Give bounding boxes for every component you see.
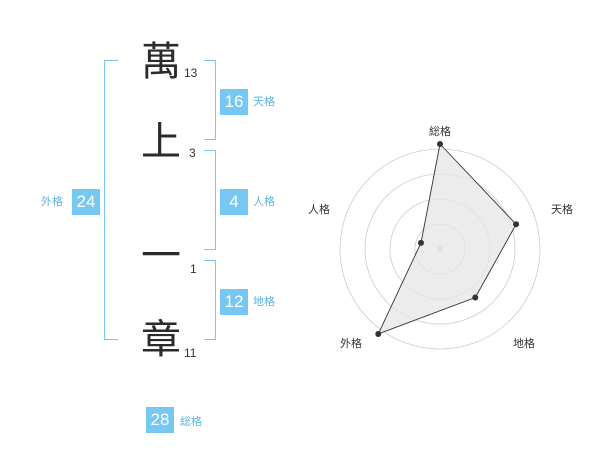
radar-point-5 [417, 239, 424, 246]
chikaku-label: 地格 [253, 295, 275, 308]
chikaku-value: 12 [220, 289, 248, 315]
jinkaku-value: 4 [220, 189, 248, 215]
radar-label-jinkaku: 人格 [308, 203, 330, 216]
gaikaku-label: 外格 [41, 195, 63, 208]
radar-label-tenkaku: 天格 [551, 203, 573, 216]
char-2: 上 [141, 119, 181, 165]
tenkaku-bracket [204, 60, 216, 140]
tenkaku-label: 天格 [253, 95, 275, 108]
radar-label-gaikaku: 外格 [340, 337, 362, 350]
char-3: 一 [141, 233, 181, 279]
char-3-strokes: 1 [190, 262, 197, 276]
radar-point-4 [375, 330, 382, 337]
jinkaku-bracket [204, 150, 216, 250]
char-1: 萬 [141, 39, 181, 85]
tenkaku-value: 16 [220, 89, 248, 115]
soukaku-label: 総格 [180, 415, 202, 428]
soukaku-value: 28 [146, 407, 174, 433]
char-1-strokes: 13 [184, 66, 198, 80]
jinkaku-label: 人格 [253, 195, 275, 208]
chikaku-bracket [204, 260, 216, 340]
radar-label-soukaku: 総格 [429, 125, 451, 138]
radar-point-3 [472, 294, 479, 301]
char-2-strokes: 3 [189, 146, 196, 160]
gaikaku-value: 24 [72, 189, 100, 215]
radar-point-2 [513, 221, 520, 228]
gaikaku-bracket [104, 60, 118, 340]
char-4-strokes: 11 [184, 346, 197, 360]
radar-label-chikaku: 地格 [513, 337, 535, 350]
radar-point-1 [437, 141, 443, 147]
radar-polygon [377, 143, 517, 335]
char-4: 章 [141, 317, 181, 363]
